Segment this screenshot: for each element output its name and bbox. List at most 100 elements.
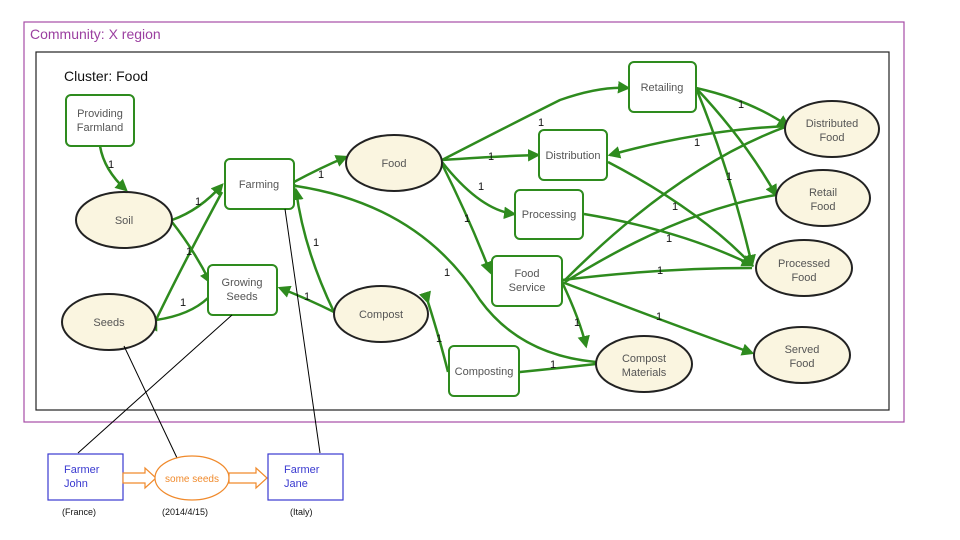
agent-name: Farmer [64,464,100,476]
process-growing-seeds[interactable]: Growing Seeds [207,264,278,316]
agent-name: John [64,478,88,490]
edge-foodservice-served [561,280,755,356]
edge-seeds-farming [146,191,224,332]
flow-label: 1 [488,151,494,163]
edge-soil-growing [171,221,212,285]
resource-label: Compost [622,353,666,365]
flow-label: 1 [304,291,310,303]
process-label: Growing [222,277,263,289]
flow-label: 1 [318,169,324,181]
resource-compost-materials[interactable]: Compost Materials [595,335,693,393]
edge-compost-composting [419,290,450,373]
process-label: Processing [522,209,576,221]
edge-farmland-soil [98,145,128,192]
resource-label: Served [785,344,820,356]
flow-label: 1 [574,317,580,329]
resource-processed-food[interactable]: Processed Food [755,239,853,297]
flow-edges [98,81,800,380]
flow-label: 1 [672,201,678,213]
process-retailing[interactable]: Retailing [628,61,697,113]
connector-seeds-transfer [123,345,179,461]
edge-food-distribution [441,149,541,162]
process-label: Farmland [77,122,123,134]
agent-location: (Italy) [290,507,313,517]
edge-farming-compostmaterials [285,178,597,364]
community-frame [23,21,905,423]
agent-farmer-jane[interactable]: Farmer Jane [267,453,344,501]
edge-compost-growing [277,285,335,314]
resource-label: Retail [809,187,837,199]
process-food-service[interactable]: Food Service [491,255,563,307]
flow-label: 1 [186,246,192,258]
edge-foodservice-compostmaterials [560,281,590,349]
process-label: Retailing [641,82,684,94]
flow-label: 1 [550,359,556,371]
edge-food-processing [441,161,517,220]
resource-label: Soil [115,215,133,227]
resource-label: Food [810,201,835,213]
resource-label: Food [381,158,406,170]
community-label: Community: X region [30,26,161,42]
cluster-frame [35,51,890,411]
cluster-label: Cluster: Food [64,68,148,84]
agent-connectors [77,208,321,461]
agent-farmer-john[interactable]: Farmer John [47,453,124,501]
edge-distributed-foodservice [564,116,800,281]
resource-served-food[interactable]: Served Food [753,326,851,384]
edge-foodservice-processed [551,266,753,288]
edge-distributed-distribution [607,124,789,159]
process-label: Food [514,268,539,280]
transfer-label: some seeds [165,474,219,485]
flow-label-group: 1 1 1 1 1 1 1 1 1 1 1 1 1 1 1 1 1 1 1 1 … [108,99,744,371]
flow-label: 1 [180,297,186,309]
flow-label: 1 [478,181,484,193]
resource-label: Food [789,358,814,370]
transfer-date: (2014/4/15) [162,507,208,517]
process-label: Seeds [226,291,258,303]
arrow-john-to-seeds-icon [122,466,157,490]
agent-location: (France) [62,507,96,517]
process-composting[interactable]: Composting [448,345,520,397]
resource-food[interactable]: Food [345,134,443,192]
edge-food-foodservice [440,163,493,275]
edge-distribution-processed [607,160,754,267]
flow-label: 1 [436,333,442,345]
resource-label: Distributed [806,118,859,130]
process-label: Providing [77,108,123,120]
resource-soil[interactable]: Soil [75,191,173,249]
process-processing[interactable]: Processing [514,189,584,240]
resource-label: Seeds [93,317,125,329]
agent-name: Jane [284,478,308,490]
process-providing-farmland[interactable]: Providing Farmland [65,94,135,147]
agent-name: Farmer [284,464,320,476]
resource-label: Food [819,132,844,144]
edge-retailing-distributed [695,86,791,128]
process-label: Service [509,282,546,294]
process-distribution[interactable]: Distribution [538,129,608,181]
flow-label: 1 [195,196,201,208]
flow-label: 1 [726,171,732,183]
flow-label: 1 [694,137,700,149]
flow-label: 1 [464,213,470,225]
transfer-some-seeds[interactable]: some seeds [154,455,230,501]
resource-retail-food[interactable]: Retail Food [775,169,871,227]
process-label: Farming [239,179,279,191]
flow-label: 1 [108,159,114,171]
resource-label: Processed [778,258,830,270]
connector-john-growing-seeds [77,314,233,454]
connector-jane-farming [284,208,321,454]
edge-composting-compostmaterials [509,362,597,380]
resource-label: Food [791,272,816,284]
resource-label: Compost [359,309,403,321]
edge-seeds-growing [145,297,209,328]
flow-label: 1 [313,237,319,249]
edge-processing-processed [583,212,755,267]
process-farming[interactable]: Farming [224,158,295,210]
resource-seeds[interactable]: Seeds [61,293,157,351]
edge-retailing-processed [694,87,756,268]
flow-label: 1 [444,267,450,279]
resource-compost[interactable]: Compost [333,285,429,343]
resource-distributed-food[interactable]: Distributed Food [784,100,880,158]
flow-label: 1 [657,265,663,277]
process-label: Distribution [545,150,600,162]
